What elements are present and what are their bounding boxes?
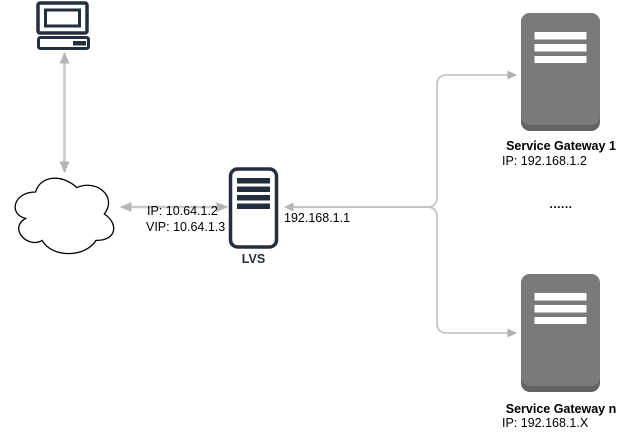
lvs-gateway1-arrow bbox=[284, 70, 517, 212]
gateway1-ip-label: IP: 192.168.1.2 bbox=[502, 154, 587, 168]
lvs-gatewayn-arrow bbox=[285, 206, 517, 338]
gateway-ellipsis: ...... bbox=[549, 197, 573, 211]
gateway1-title: Service Gateway 1 bbox=[506, 139, 616, 153]
gateway1-server-icon bbox=[521, 13, 600, 131]
lvs-ip-label: IP: 10.64.1.2 bbox=[147, 204, 218, 218]
gatewayn-server-icon bbox=[521, 274, 600, 392]
gatewayn-ip-label: IP: 192.168.1.X bbox=[502, 416, 589, 430]
desktop-computer-icon bbox=[36, 1, 90, 50]
lvs-gateways-edge-label: 192.168.1.1 bbox=[284, 211, 351, 225]
lvs-server-icon bbox=[228, 167, 279, 249]
lvs-vip-label: VIP: 10.64.1.3 bbox=[146, 220, 226, 234]
gatewayn-title: Service Gateway n bbox=[505, 402, 617, 416]
lvs-label: LVS bbox=[241, 252, 266, 266]
cloud-icon bbox=[14, 177, 115, 255]
